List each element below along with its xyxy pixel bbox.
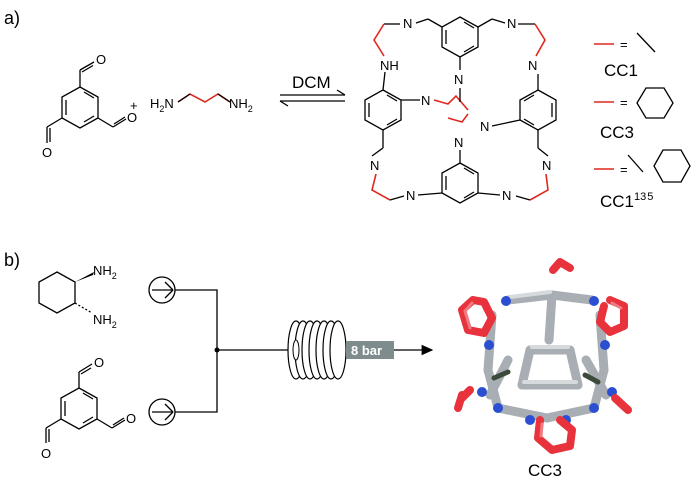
svg-text:NH: NH (380, 58, 399, 73)
coil-reactor-icon (287, 320, 347, 380)
ethylenediamine-structure: H2N NH2 (150, 93, 253, 114)
flow-setup: 8 bar (148, 276, 434, 426)
svg-text:N: N (421, 93, 430, 108)
imine-cage-structure: N N NH N N N N N N N (364, 16, 557, 204)
svg-text:CC3: CC3 (600, 123, 634, 142)
svg-text:H2N: H2N (150, 96, 174, 114)
svg-text:=: = (620, 162, 628, 177)
pressure-label: 8 bar (351, 343, 382, 358)
svg-text:=: = (620, 37, 628, 52)
svg-text:O: O (42, 145, 52, 160)
svg-text:O: O (41, 446, 51, 461)
svg-text:N: N (542, 158, 551, 173)
svg-text:O: O (94, 355, 104, 370)
svg-text:N: N (370, 158, 379, 173)
solvent-label: DCM (292, 73, 331, 92)
cc3-label: CC3 (528, 461, 562, 480)
trialdehyde-structure-a: O O O (42, 52, 137, 160)
diaminocyclohexane-structure: NH2 NH2 (38, 263, 117, 330)
cc3-cage-3d-model (454, 258, 632, 454)
svg-text:N: N (406, 188, 415, 203)
plus-sign: + (130, 98, 138, 113)
svg-text:N: N (507, 16, 516, 31)
svg-text:=: = (620, 95, 628, 110)
pump-icon-top (148, 276, 176, 304)
svg-text:O: O (127, 110, 137, 125)
pump-icon-bottom (148, 398, 176, 426)
svg-text:N: N (480, 119, 489, 134)
svg-text:CC1135: CC1135 (600, 191, 653, 211)
svg-text:N: N (502, 188, 511, 203)
svg-text:O: O (96, 52, 106, 67)
legend-cc3: = CC3 (594, 87, 674, 142)
pressure-badge (346, 341, 394, 359)
svg-text:N: N (454, 72, 463, 87)
legend-cc1: = CC1 (594, 32, 656, 80)
trialdehyde-structure-b: O O O (41, 355, 136, 461)
svg-text:N: N (528, 58, 537, 73)
svg-text:N: N (403, 16, 412, 31)
panel-b-label: b) (4, 250, 20, 270)
equilibrium-arrow: DCM (279, 73, 346, 107)
svg-text:NH2: NH2 (229, 96, 253, 114)
svg-text:N: N (454, 135, 463, 150)
panel-a-label: a) (4, 8, 20, 28)
svg-text:NH2: NH2 (93, 263, 117, 281)
svg-text:O: O (126, 411, 136, 426)
svg-text:CC1: CC1 (604, 61, 638, 80)
svg-text:NH2: NH2 (93, 312, 117, 330)
legend-cc1-13-5: = CC1135 (594, 149, 691, 211)
